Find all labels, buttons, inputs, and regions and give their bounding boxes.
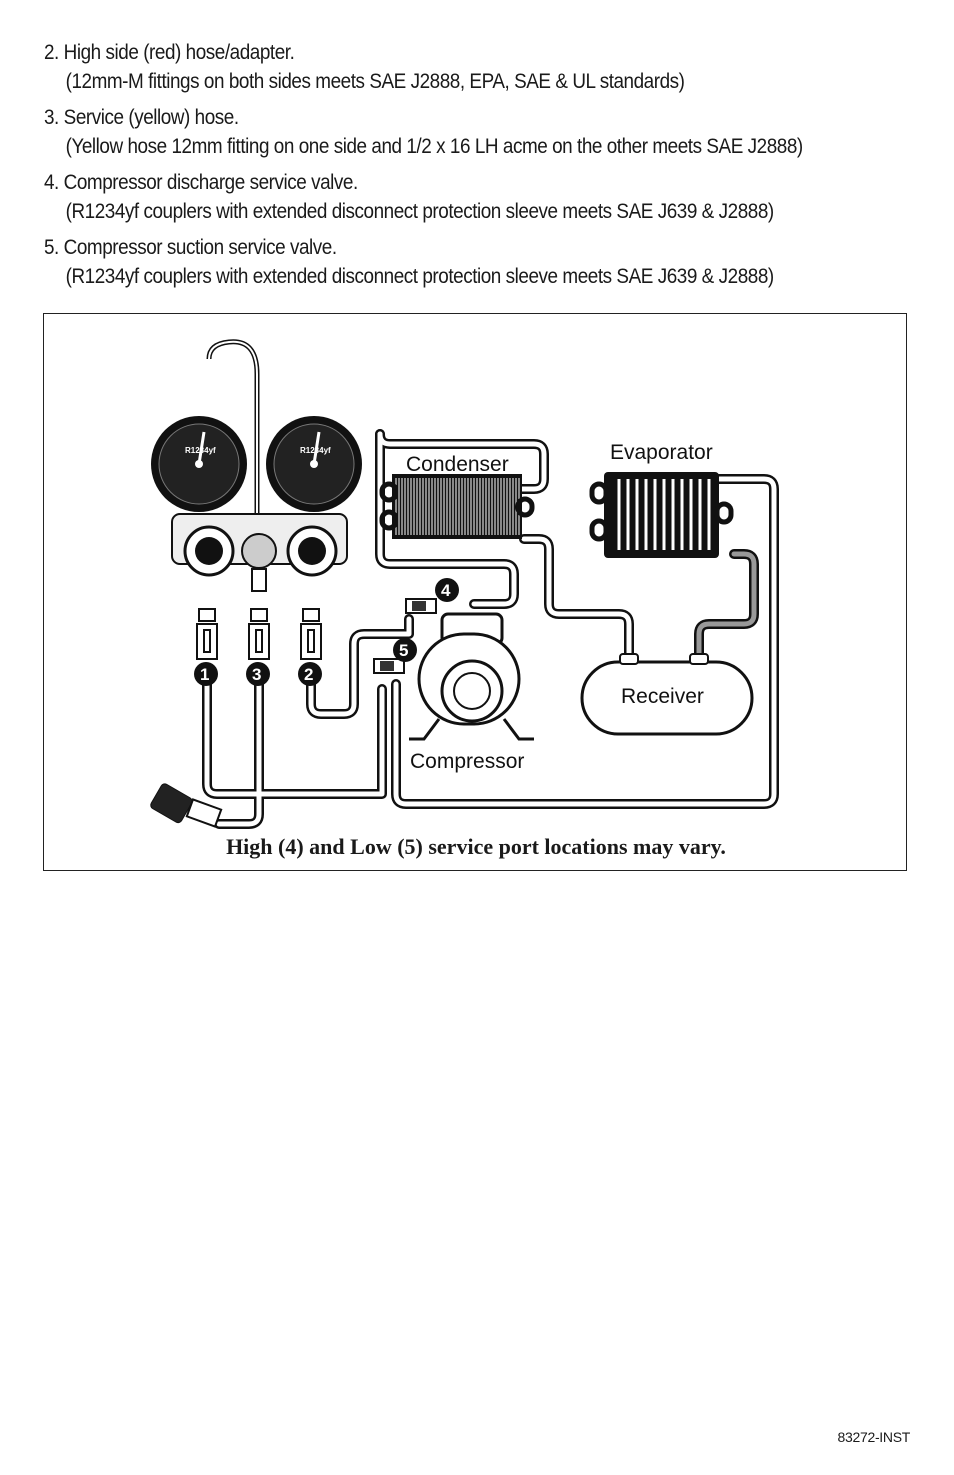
list-item: 4. Compressor discharge service valve. (… <box>44 168 836 226</box>
item-detail: (R1234yf couplers with extended disconne… <box>65 265 775 288</box>
badge-1: 1 <box>194 662 218 686</box>
document-id: 83272-INST <box>837 1429 911 1445</box>
item-title: Compressor discharge service valve. <box>63 171 359 194</box>
badge-5: 5 <box>393 638 417 662</box>
low-side-gauge: R1234yf <box>151 416 247 512</box>
item-title: Compressor suction service valve. <box>63 236 337 259</box>
svg-text:5: 5 <box>399 641 408 660</box>
diagram-caption: High (4) and Low (5) service port locati… <box>226 834 726 859</box>
svg-text:2: 2 <box>304 665 313 684</box>
compressor-label: Compressor <box>410 750 524 773</box>
item-detail: (12mm-M fittings on both sides meets SAE… <box>65 70 685 93</box>
gauge-label: R1234yf <box>185 446 216 455</box>
badge-3: 3 <box>246 662 270 686</box>
service-coupler <box>150 783 223 828</box>
condenser: Condenser <box>379 453 535 539</box>
item-title: High side (red) hose/adapter. <box>63 41 295 64</box>
manifold-body <box>171 513 348 592</box>
list-item: 5. Compressor suction service valve. (R1… <box>44 233 836 291</box>
item-detail: (Yellow hose 12mm fitting on one side an… <box>65 135 804 158</box>
item-number: 4. <box>44 171 59 194</box>
item-detail: (R1234yf couplers with extended disconne… <box>65 200 775 223</box>
condenser-label: Condenser <box>406 453 509 476</box>
ac-system-diagram: R1234yf R1234yf <box>43 313 907 871</box>
list-item: 2. High side (red) hose/adapter. (12mm-M… <box>44 38 836 96</box>
high-side-gauge: R1234yf <box>266 416 362 512</box>
evaporator: Evaporator <box>589 441 734 558</box>
svg-text:4: 4 <box>441 581 451 600</box>
badge-2: 2 <box>298 662 322 686</box>
receiver-label: Receiver <box>621 685 704 708</box>
hose-lines <box>202 429 779 829</box>
item-number: 3. <box>44 106 59 129</box>
gauge-label: R1234yf <box>300 446 331 455</box>
svg-text:1: 1 <box>200 665 209 684</box>
list-item: 3. Service (yellow) hose. (Yellow hose 1… <box>44 103 836 161</box>
instruction-list: 2. High side (red) hose/adapter. (12mm-M… <box>44 38 924 298</box>
evaporator-label: Evaporator <box>610 441 713 464</box>
item-number: 5. <box>44 236 59 259</box>
item-number: 2. <box>44 41 59 64</box>
compressor: Compressor <box>373 598 534 773</box>
item-title: Service (yellow) hose. <box>63 106 239 129</box>
badge-4: 4 <box>435 578 459 602</box>
receiver: Receiver <box>580 653 754 736</box>
hose-fittings <box>196 608 322 660</box>
svg-text:3: 3 <box>252 665 261 684</box>
diagram-svg: R1234yf R1234yf <box>150 339 779 829</box>
